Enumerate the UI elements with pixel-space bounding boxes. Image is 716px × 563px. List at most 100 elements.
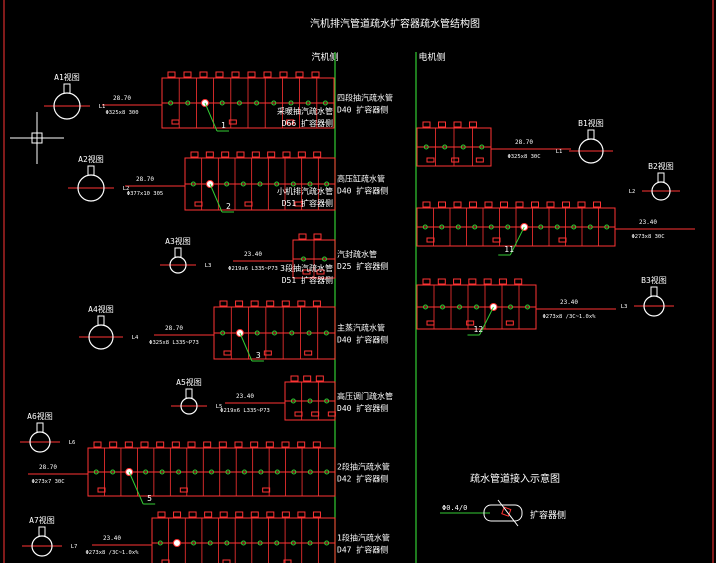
legend: 疏水管道接入示意图 Φ0.4/0 扩容器侧	[440, 472, 566, 527]
joint-marker	[225, 469, 231, 475]
joint-marker	[488, 224, 494, 230]
spec-label: Φ273x7 30C	[31, 479, 64, 485]
block-tab	[577, 201, 586, 208]
joint-marker	[423, 144, 429, 150]
block-tab	[250, 300, 259, 307]
block-name: 3段抽汽疏水管	[280, 263, 333, 273]
block-name: 采暖抽汽疏水管	[277, 106, 333, 116]
view-tag: L2	[629, 189, 636, 195]
joint-marker	[322, 256, 327, 262]
view-stem	[63, 83, 71, 94]
joint-marker	[324, 181, 330, 187]
view-stem	[657, 172, 665, 183]
view-tag: L3	[621, 304, 628, 310]
dimension-label: 23.40	[244, 251, 262, 258]
block-slot	[316, 269, 325, 275]
block-tab	[315, 375, 324, 382]
joint-marker	[457, 304, 462, 310]
block-tab	[297, 511, 306, 518]
block-tab	[468, 278, 477, 285]
block-tab	[422, 278, 431, 285]
block-tab	[498, 278, 507, 285]
block-tab	[303, 375, 312, 382]
view-tag: L2	[123, 186, 130, 192]
joint-marker	[207, 540, 213, 546]
block-slot	[475, 157, 484, 163]
block-spec: D51 扩容器侧	[282, 198, 333, 208]
legend-title: 疏水管道接入示意图	[470, 472, 560, 485]
dimension-label: 23.40	[103, 535, 121, 542]
block-tab	[265, 441, 274, 448]
block-tab	[312, 300, 321, 307]
spec-label: Φ325x8 30C	[507, 154, 540, 160]
block-tab	[167, 71, 176, 78]
view-stem	[38, 526, 46, 537]
view-tag: L6	[69, 440, 76, 446]
view-stem	[185, 388, 193, 399]
joint-marker	[290, 540, 296, 546]
joint-marker	[571, 224, 577, 230]
joint-marker	[220, 330, 226, 336]
joint-marker	[307, 540, 313, 546]
block-tab	[173, 511, 182, 518]
block-spec: D42 扩容器侧	[337, 474, 388, 484]
dimension-label: 23.40	[639, 219, 657, 226]
joint-marker	[290, 181, 296, 187]
block-tab	[422, 201, 431, 208]
joint-marker	[508, 304, 513, 310]
block-tab	[313, 151, 322, 158]
joint-marker	[525, 304, 530, 310]
block-spec: D40 扩容器侧	[337, 334, 388, 344]
column-left-label: 汽机侧	[311, 51, 338, 63]
view-stem	[36, 422, 44, 433]
joint-marker	[254, 330, 260, 336]
joint-marker	[587, 224, 593, 230]
block-slot	[426, 237, 435, 243]
block-tab	[218, 441, 227, 448]
view-label: A4视图	[88, 304, 114, 314]
block-tab	[312, 441, 321, 448]
block-tab	[281, 441, 290, 448]
block-spec: D25 扩容器侧	[337, 261, 388, 271]
block-tab	[247, 71, 256, 78]
joint-marker	[307, 469, 313, 475]
block-tab	[484, 201, 493, 208]
joint-marker	[323, 330, 329, 336]
block-tab	[266, 300, 275, 307]
block-slot	[294, 411, 303, 417]
leader-line	[209, 183, 223, 213]
crosshair-cursor[interactable]	[10, 112, 64, 164]
block-tab	[267, 151, 276, 158]
block-tab	[438, 201, 446, 208]
block-tab	[215, 71, 224, 78]
joint-marker	[274, 181, 280, 187]
view-stem	[97, 315, 105, 326]
block-tab	[290, 375, 299, 382]
joint-marker	[455, 224, 461, 230]
joint-marker	[324, 469, 330, 475]
joint-marker	[439, 224, 445, 230]
block-slot	[327, 411, 336, 417]
spec-label: Φ273x8 /3C~1.0x%	[543, 314, 597, 320]
